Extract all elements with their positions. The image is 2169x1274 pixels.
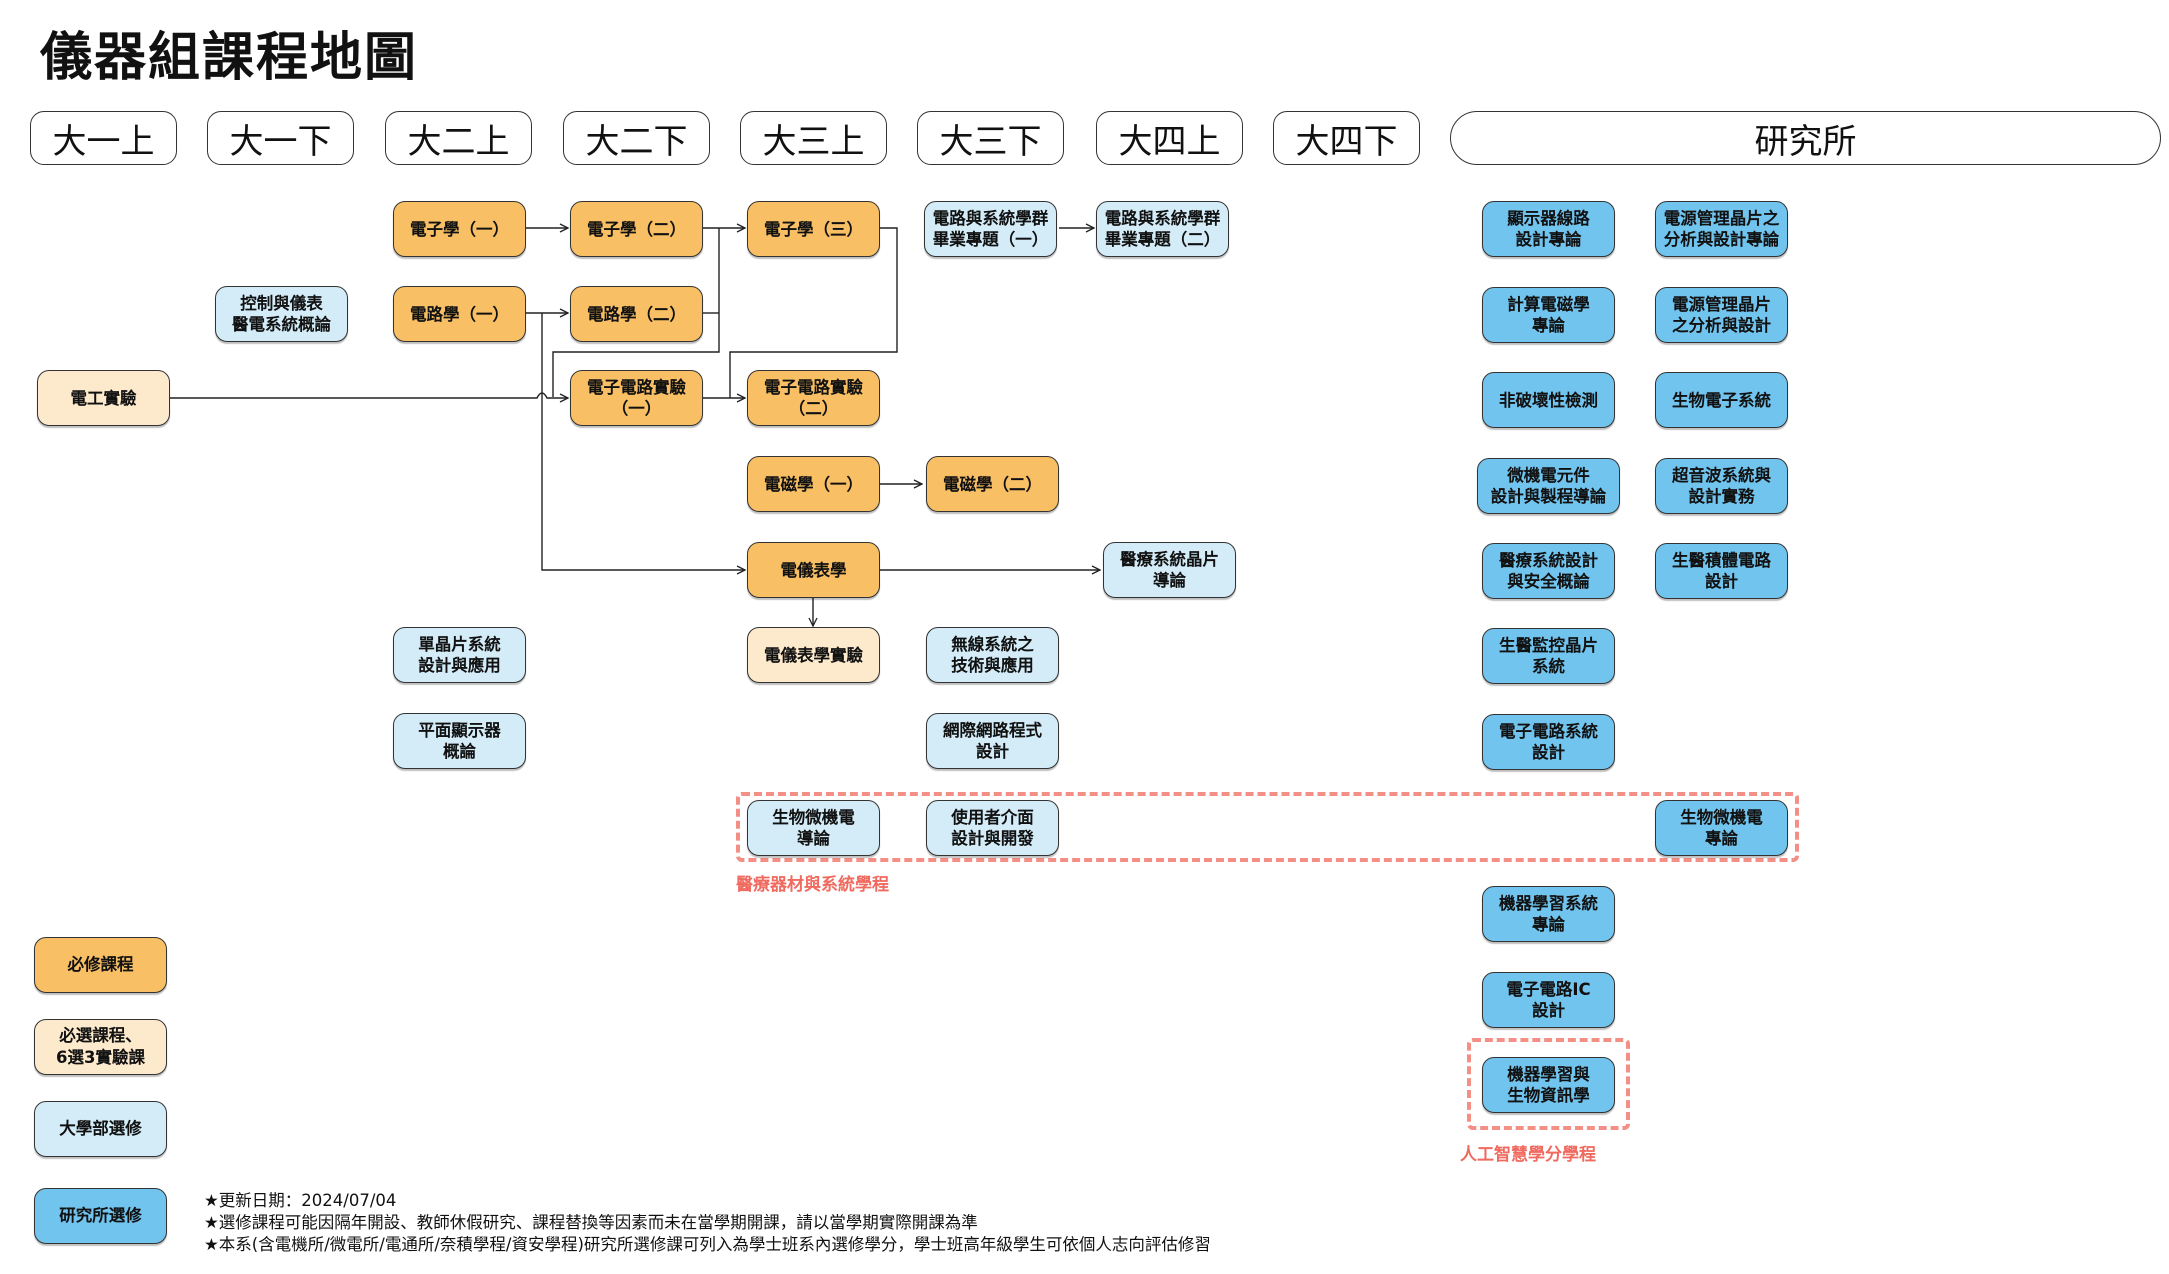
footer-note-credits: ★本系(含電機所/微電所/電通所/奈積學程/資安學程)研究所選修課可列入為學士班… [204, 1235, 1211, 1254]
footer-update-date: ★更新日期：2024/07/04 [204, 1191, 397, 1210]
semester-header-4a: 大四上 [1096, 111, 1243, 165]
course-grad-bio-ic[interactable]: 生醫積體電路 設計 [1655, 543, 1788, 599]
course-biomems-intro[interactable]: 生物微機電 導論 [747, 800, 880, 856]
course-grad-biomems-topic[interactable]: 生物微機電 專論 [1655, 800, 1788, 856]
arrow-elec-lab-to-ecircuit-lab1 [170, 392, 568, 398]
course-capstone-2[interactable]: 電路與系統學群 畢業專題（二） [1096, 201, 1229, 257]
course-em-1[interactable]: 電磁學（一） [747, 456, 880, 512]
course-grad-ecircuit-ic[interactable]: 電子電路IC 設計 [1482, 972, 1615, 1028]
course-ecircuit-lab-2[interactable]: 電子電路實驗 （二） [747, 370, 880, 426]
legend-grad-elective: 研究所選修 [34, 1188, 167, 1244]
course-web-programming[interactable]: 網際網路程式 設計 [926, 713, 1059, 769]
course-ui-design[interactable]: 使用者介面 設計與開發 [926, 800, 1059, 856]
course-grad-ndt[interactable]: 非破壞性檢測 [1482, 372, 1615, 428]
course-grad-display-circuit[interactable]: 顯示器線路 設計專論 [1482, 201, 1615, 257]
course-grad-medical-safety[interactable]: 醫療系統設計 與安全概論 [1482, 543, 1615, 599]
course-grad-comp-em[interactable]: 計算電磁學 專論 [1482, 287, 1615, 343]
ai-program-label: 人工智慧學分學程 [1460, 1145, 1596, 1165]
course-grad-ml-bioinfo[interactable]: 機器學習與 生物資訊學 [1482, 1057, 1615, 1113]
arrow-circuits1-to-instrumentation [541, 313, 745, 570]
semester-header-4b: 大四下 [1273, 111, 1420, 165]
course-control-intro[interactable]: 控制與儀表 醫電系統概論 [215, 286, 348, 342]
semester-header-3b: 大三下 [917, 111, 1064, 165]
semester-header-graduate: 研究所 [1450, 111, 2161, 165]
legend-required-elective-lab: 必選課程、 6選3實驗課 [34, 1019, 167, 1075]
course-circuits-2[interactable]: 電路學（二） [570, 286, 703, 342]
footer-note-offering: ★選修課程可能因隔年開設、教師休假研究、課程替換等因素而未在當學期開課，請以當學… [204, 1213, 978, 1232]
course-wireless[interactable]: 無線系統之 技術與應用 [926, 627, 1059, 683]
course-ecircuit-lab-1[interactable]: 電子電路實驗 （一） [570, 370, 703, 426]
course-grad-pmic-analysis[interactable]: 電源管理晶片 之分析與設計 [1655, 287, 1788, 343]
legend-required: 必修課程 [34, 937, 167, 993]
semester-header-3a: 大三上 [740, 111, 887, 165]
medical-devices-program-label: 醫療器材與系統學程 [736, 875, 889, 895]
semester-header-1b: 大一下 [207, 111, 354, 165]
course-electronics-3[interactable]: 電子學（三） [747, 201, 880, 257]
footer-notes: ★更新日期：2024/07/04 ★選修課程可能因隔年開設、教師休假研究、課程替… [204, 1190, 1211, 1256]
course-grad-biomonitor-chip[interactable]: 生醫監控晶片 系統 [1482, 628, 1615, 684]
course-grad-ultrasound[interactable]: 超音波系統與 設計實務 [1655, 458, 1788, 514]
course-grad-ml-system[interactable]: 機器學習系統 專論 [1482, 886, 1615, 942]
course-em-2[interactable]: 電磁學（二） [926, 456, 1059, 512]
course-capstone-1[interactable]: 電路與系統學群 畢業專題（一） [924, 201, 1057, 257]
course-flat-display[interactable]: 平面顯示器 概論 [393, 713, 526, 769]
course-electronics-1[interactable]: 電子學（一） [393, 201, 526, 257]
medical-devices-program-outline [736, 792, 1799, 862]
course-instrumentation-lab[interactable]: 電儀表學實驗 [747, 627, 880, 683]
semester-header-1a: 大一上 [30, 111, 177, 165]
course-circuits-1[interactable]: 電路學（一） [393, 286, 526, 342]
course-grad-pmic-topic[interactable]: 電源管理晶片之 分析與設計專論 [1655, 201, 1788, 257]
course-elec-lab[interactable]: 電工實驗 [37, 370, 170, 426]
legend-undergrad-elective: 大學部選修 [34, 1101, 167, 1157]
course-electronics-2[interactable]: 電子學（二） [570, 201, 703, 257]
course-mcu[interactable]: 單晶片系統 設計與應用 [393, 627, 526, 683]
semester-header-2b: 大二下 [563, 111, 710, 165]
course-grad-mems[interactable]: 微機電元件 設計與製程導論 [1477, 458, 1620, 514]
course-grad-bioelectronic[interactable]: 生物電子系統 [1655, 372, 1788, 428]
course-grad-ecircuit-system[interactable]: 電子電路系統 設計 [1482, 714, 1615, 770]
page-title: 儀器組課程地圖 [40, 28, 419, 88]
ai-program-outline [1467, 1038, 1630, 1130]
semester-header-2a: 大二上 [385, 111, 532, 165]
course-instrumentation[interactable]: 電儀表學 [747, 542, 880, 598]
course-medical-chip-intro[interactable]: 醫療系統晶片 導論 [1103, 542, 1236, 598]
